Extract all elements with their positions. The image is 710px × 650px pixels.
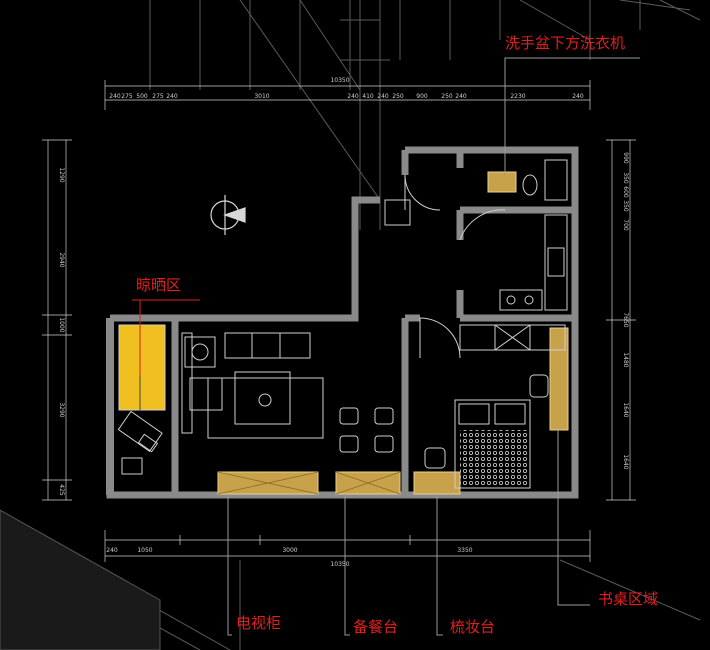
sideboard-annotation: 备餐台 — [353, 618, 398, 636]
dimension-label: 410 — [362, 93, 374, 100]
north-compass-icon — [210, 195, 246, 235]
dimension-label: 1290 — [58, 167, 65, 182]
dimension-label: 240 — [455, 93, 467, 100]
sofa — [184, 332, 324, 439]
dimension-label: 600 — [622, 186, 629, 198]
dimension-label: 500 — [136, 93, 148, 100]
kitchen-counter — [499, 214, 568, 311]
dimension-label: 240 — [106, 547, 118, 554]
tv-cabinet-annotation: 电视柜 — [236, 614, 281, 632]
dimension-label: 275 — [121, 93, 133, 100]
dimension-label: 240 — [572, 93, 584, 100]
annotation-leaders — [132, 57, 640, 636]
dimension-lines — [42, 80, 636, 562]
dimension-label: 1000 — [58, 317, 65, 332]
dimension-label: 275 — [152, 93, 164, 100]
dresser — [413, 471, 461, 495]
balcony-wall — [106, 318, 114, 495]
dimension-label: 3010 — [254, 93, 269, 100]
desk-chair — [529, 374, 549, 398]
dimension-label: 350 — [622, 200, 629, 212]
dimension-label: 250 — [392, 93, 404, 100]
dimension-label: 240 — [347, 93, 359, 100]
dimension-label: 1640 — [622, 402, 629, 417]
bed — [454, 399, 531, 489]
dimension-label: 425 — [58, 484, 65, 496]
dimension-label: 990 — [622, 152, 629, 164]
dimension-label: 3000 — [282, 547, 297, 554]
dimension-label: 1050 — [137, 547, 152, 554]
dining-chairs — [339, 407, 394, 453]
left-dimension-labels: 1290 2940 1000 3290 425 — [58, 167, 65, 496]
dimension-label: 3290 — [58, 402, 65, 417]
bottom-total-dimension: 10350 — [330, 561, 349, 568]
right-dimension-labels: 990 350 600 350 700 7650 1480 1640 1640 — [622, 152, 629, 470]
toilet — [522, 174, 538, 196]
desk — [549, 327, 569, 431]
drying-annotation: 晾晒区 — [136, 276, 181, 294]
dimension-label: 1480 — [622, 352, 629, 367]
washbasin — [487, 171, 517, 193]
wall-cabinet — [181, 332, 193, 434]
dresser-stool — [424, 447, 446, 469]
dresser-annotation: 梳妆台 — [450, 618, 495, 636]
dimension-label: 240 — [166, 93, 178, 100]
dimension-label: 900 — [416, 93, 428, 100]
dimension-label: 3350 — [457, 547, 472, 554]
shoe-cabinet — [384, 199, 411, 226]
dimension-label: 250 — [441, 93, 453, 100]
wardrobe — [459, 324, 566, 351]
lounge-chair — [117, 410, 163, 475]
dimension-label: 2230 — [510, 93, 525, 100]
dimension-label: 700 — [622, 219, 629, 231]
dimension-label: 1640 — [622, 454, 629, 469]
shower — [544, 159, 568, 201]
bed-quilt — [460, 430, 528, 485]
dimension-label: 240 — [109, 93, 121, 100]
dimension-label: 350 — [622, 172, 629, 184]
washer-annotation: 洗手盆下方洗衣机 — [505, 34, 625, 52]
drying-area — [118, 324, 166, 411]
doors — [404, 174, 506, 359]
dimension-label: 2940 — [58, 252, 65, 267]
bottom-dimension-labels: 240 1050 3000 3350 — [106, 547, 473, 554]
dimension-label: 7650 — [622, 312, 629, 327]
desk-annotation: 书桌区域 — [598, 590, 658, 608]
dimension-label: 240 — [377, 93, 389, 100]
background-panel — [0, 509, 161, 650]
top-total-dimension: 10350 — [330, 77, 349, 84]
